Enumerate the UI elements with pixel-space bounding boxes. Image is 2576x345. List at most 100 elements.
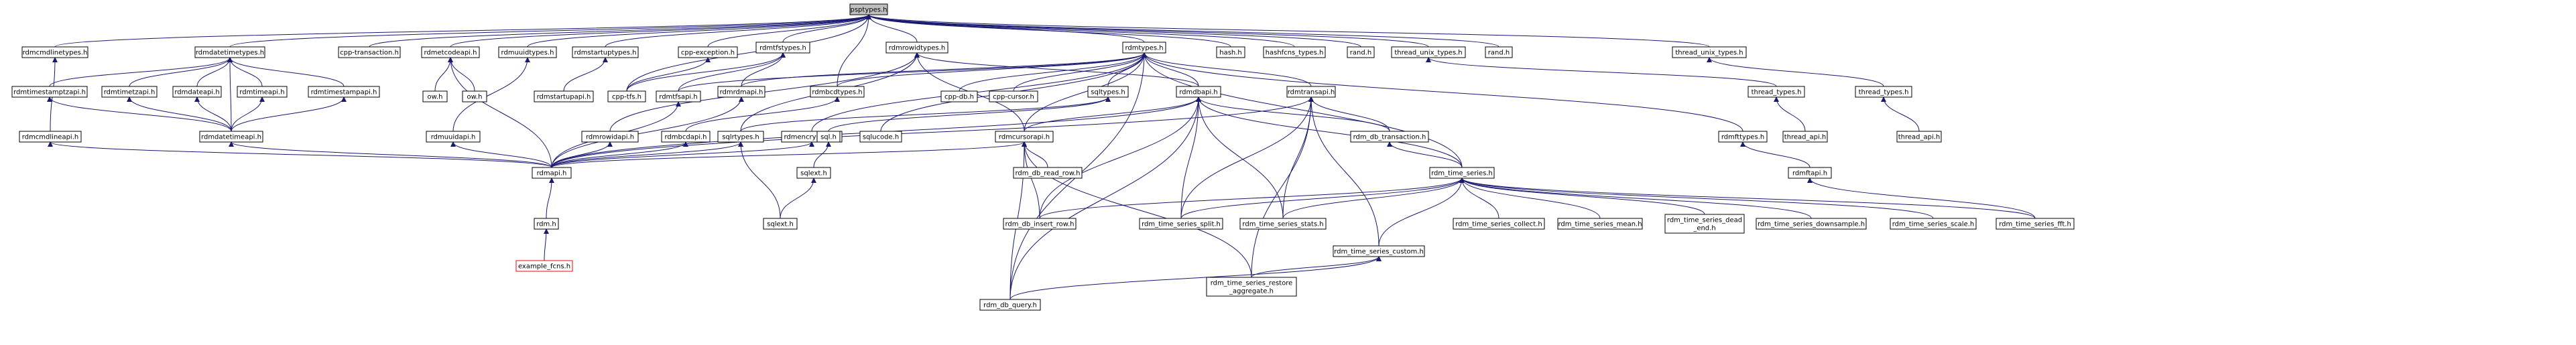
node-rdmdatetimetypes-h[interactable]: rdmdatetimetypes.h xyxy=(194,46,265,58)
node-box xyxy=(498,46,557,58)
node-box xyxy=(796,167,831,179)
node-sqlucode-h[interactable]: sqlucode.h xyxy=(859,131,902,143)
edge-rdmencryptapi_h-to-rdmtypes_h xyxy=(811,52,1147,132)
edge-rdm_h-to-rdmapi_h xyxy=(546,178,554,219)
node-rdmtfsapi-h[interactable]: rdmtfsapi.h xyxy=(656,90,701,102)
node-sqltypes-h[interactable]: sqltypes.h xyxy=(1087,86,1129,98)
node-rdmetcodeapi-h[interactable]: rdmetcodeapi.h xyxy=(421,46,480,58)
node-rdmdateapi-h[interactable]: rdmdateapi.h xyxy=(172,86,222,98)
node-rdmtfstypes-h[interactable]: rdmtfstypes.h xyxy=(755,42,810,54)
node-rdmbcdapi-h[interactable]: rdmbcdapi.h xyxy=(661,131,711,143)
node-box xyxy=(607,90,646,102)
node-hashfcns-types-h[interactable]: hashfcns_types.h xyxy=(1263,46,1326,58)
edge-rdmapi_h-to-rdmuuidapi_h xyxy=(450,141,552,168)
node-thread-unix-types-h-2[interactable]: thread_unix_types.h xyxy=(1672,46,1747,58)
node-label: rdm_time_series_restore xyxy=(1211,280,1293,287)
node-rdmcmdlinetypes-h[interactable]: rdmcmdlinetypes.h xyxy=(21,46,88,58)
node-rdmtimestamptzapi-h[interactable]: rdmtimestamptzapi.h xyxy=(11,86,88,98)
node-rdmrowidtypes-h[interactable]: rdmrowidtypes.h xyxy=(885,42,948,54)
node-rdmtimetzapi-h[interactable]: rdmtimetzapi.h xyxy=(101,86,158,98)
node-rdmcursorapi-h[interactable]: rdmcursorapi.h xyxy=(995,131,1054,143)
node-rdm-db-read-row-h[interactable]: rdm_db_read_row.h xyxy=(1013,167,1083,179)
node-label: rdm_db_query.h xyxy=(983,302,1037,309)
node-sqlext-h-2[interactable]: sqlext.h xyxy=(763,218,798,230)
node-box xyxy=(717,86,765,98)
node-rand-h-1[interactable]: rand.h xyxy=(1347,46,1375,58)
node-box xyxy=(1333,245,1425,257)
node-rdm-time-series-downsample-h[interactable]: rdm_time_series_downsample.h xyxy=(1756,218,1867,230)
node-sqlrtypes-h[interactable]: sqlrtypes.h xyxy=(717,131,764,143)
node-cpp-tfs-h[interactable]: cpp-tfs.h xyxy=(607,90,646,102)
node-ow-h-1[interactable]: ow.h xyxy=(422,90,448,102)
edge-cpp_db_h-to-rdmtypes_h xyxy=(959,52,1147,92)
node-rdmrowidapi-h[interactable]: rdmrowidapi.h xyxy=(581,131,639,143)
edge-thread_unix_types_h_1-to-psptypes_h xyxy=(866,14,1429,48)
node-rdm-time-series-fft-h[interactable]: rdm_time_series_fft.h xyxy=(1996,218,2075,230)
node-rdmtransapi-h[interactable]: rdmtransapi.h xyxy=(1286,86,1336,98)
edge-rand_h_1-to-psptypes_h xyxy=(866,14,1361,48)
node-rdm-time-series-dead-end-h[interactable]: rdm_time_series_dead_end.h xyxy=(1664,214,1745,234)
node-rdmtimestampapi-h[interactable]: rdmtimestampapi.h xyxy=(308,86,380,98)
node-rdm-time-series-scale-h[interactable]: rdm_time_series_scale.h xyxy=(1890,218,1977,230)
node-rdmstartuptypes-h[interactable]: rdmstartuptypes.h xyxy=(572,46,639,58)
node-rdm-h[interactable]: rdm.h xyxy=(534,218,559,230)
node-rdm-db-transaction-h[interactable]: rdm_db_transaction.h xyxy=(1350,131,1429,143)
node-rdm-db-insert-row-h[interactable]: rdm_db_insert_row.h xyxy=(1003,218,1077,230)
node-cpp-cursor-h[interactable]: cpp-cursor.h xyxy=(989,90,1038,102)
node-box xyxy=(1896,131,1942,143)
node-label: example_fcns.h xyxy=(518,263,570,271)
node-thread-api-h-1[interactable]: thread_api.h xyxy=(1782,131,1828,143)
node-ow-h-2[interactable]: ow.h xyxy=(462,90,487,102)
node-rdm-time-series-custom-h[interactable]: rdm_time_series_custom.h xyxy=(1333,245,1425,257)
edge-rdmdatetimeapi_h-to-rdmdateapi_h xyxy=(194,96,232,132)
node-thread-api-h-2[interactable]: thread_api.h xyxy=(1896,131,1942,143)
node-rdmftapi-h[interactable]: rdmftapi.h xyxy=(1788,167,1832,179)
node-rdm-time-series-h[interactable]: rdm_time_series.h xyxy=(1429,167,1495,179)
node-hash-h[interactable]: hash.h xyxy=(1216,46,1245,58)
node-box xyxy=(1122,42,1166,54)
node-rdmbcdtypes-h[interactable]: rdmbcdtypes.h xyxy=(810,86,865,98)
node-rdmuuidapi-h[interactable]: rdmuuidapi.h xyxy=(426,131,481,143)
edge-rdmdbapi_h-to-rdmrowidtypes_h xyxy=(914,52,1199,87)
node-label: ow.h xyxy=(467,94,483,101)
node-rdmstartupapi-h[interactable]: rdmstartupapi.h xyxy=(534,90,594,102)
node-rdm-time-series-collect-h[interactable]: rdm_time_series_collect.h xyxy=(1453,218,1545,230)
node-rdm-db-query-h[interactable]: rdm_db_query.h xyxy=(979,299,1041,311)
node-rdmrdmapi-h[interactable]: rdmrdmapi.h xyxy=(717,86,765,98)
node-rdm-time-series-split-h[interactable]: rdm_time_series_split.h xyxy=(1139,218,1223,230)
node-rdm-time-series-restore-aggregate-h[interactable]: rdm_time_series_restore_aggregate.h xyxy=(1206,277,1297,297)
node-rdmdatetimeapi-h[interactable]: rdmdatetimeapi.h xyxy=(199,131,263,143)
node-cpp-transaction-h[interactable]: cpp-transaction.h xyxy=(338,46,401,58)
node-rdmtypes-h[interactable]: rdmtypes.h xyxy=(1122,42,1166,54)
node-rdmcmdlineapi-h[interactable]: rdmcmdlineapi.h xyxy=(19,131,82,143)
node-rdm-time-series-stats-h[interactable]: rdm_time_series_stats.h xyxy=(1239,218,1327,230)
node-box xyxy=(656,90,701,102)
node-rdmapi-h[interactable]: rdmapi.h xyxy=(532,167,572,179)
edge-rdmetcodeapi_h-to-psptypes_h xyxy=(450,14,871,48)
node-box xyxy=(1391,46,1466,58)
node-sqlext-h-1[interactable]: sqlext.h xyxy=(796,167,831,179)
node-cpp-db-h[interactable]: cpp-db.h xyxy=(940,90,978,102)
node-rdmfttypes-h[interactable]: rdmfttypes.h xyxy=(1718,131,1768,143)
edge-rdmapi_h-to-rdmrdmapi_h xyxy=(551,96,744,168)
node-sql-h[interactable]: sql.h xyxy=(816,131,841,143)
node-label: rdmcmdlinetypes.h xyxy=(23,50,88,57)
edge-rdmapi_h-to-rdmrowidapi_h xyxy=(551,141,613,168)
node-label: rdm_time_series_collect.h xyxy=(1455,221,1542,228)
edge-rdmdatetimetypes_h-to-psptypes_h xyxy=(229,14,871,48)
node-thread-unix-types-h-1[interactable]: thread_unix_types.h xyxy=(1391,46,1466,58)
node-label: rdm_time_series_mean.h xyxy=(1558,221,1642,228)
node-rdmuuidtypes-h[interactable]: rdmuuidtypes.h xyxy=(498,46,557,58)
node-thread-types-h-1[interactable]: thread_types.h xyxy=(1747,86,1805,98)
node-rand-h-2[interactable]: rand.h xyxy=(1485,46,1513,58)
node-label: rdm_time_series_scale.h xyxy=(1892,221,1975,228)
edge-rdm_db_insert_row_h-to-rdm_time_series_h xyxy=(1039,178,1465,219)
node-example-fcns-h[interactable]: example_fcns.h xyxy=(515,260,573,272)
node-rdmdbapi-h[interactable]: rdmdbapi.h xyxy=(1176,86,1221,98)
node-rdmtimeapi-h[interactable]: rdmtimeapi.h xyxy=(237,86,288,98)
node-box xyxy=(995,131,1054,143)
node-thread-types-h-2[interactable]: thread_types.h xyxy=(1855,86,1912,98)
node-rdm-time-series-mean-h[interactable]: rdm_time_series_mean.h xyxy=(1557,218,1643,230)
node-psptypes-h[interactable]: psptypes.h xyxy=(849,3,888,15)
node-cpp-exception-h[interactable]: cpp-exception.h xyxy=(678,46,738,58)
